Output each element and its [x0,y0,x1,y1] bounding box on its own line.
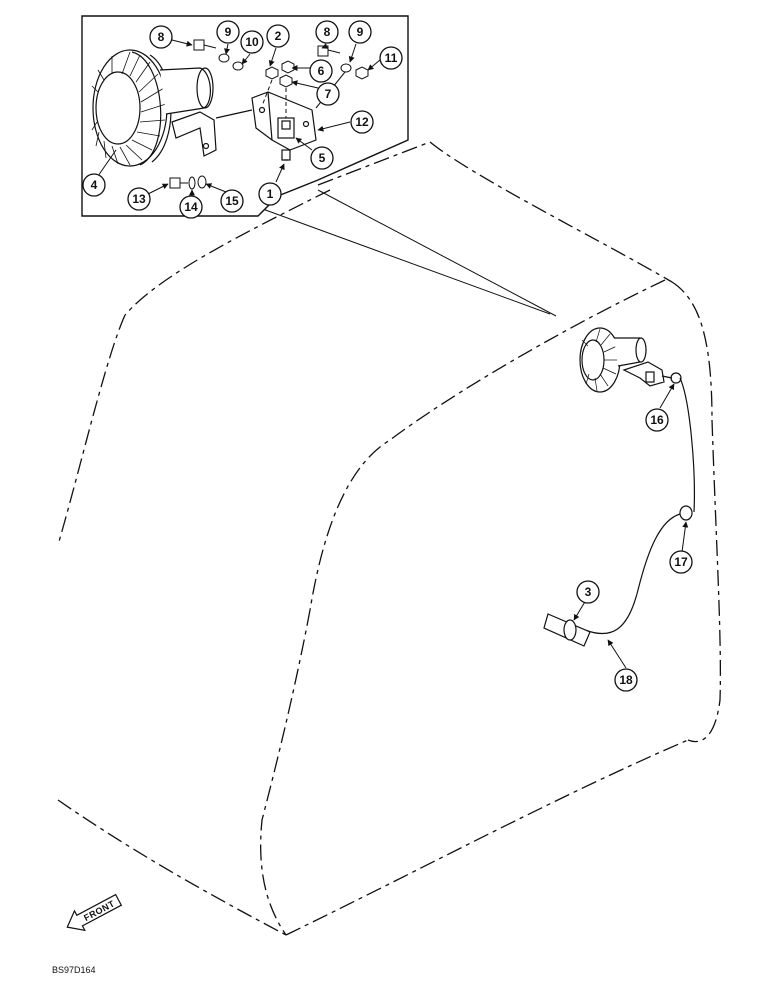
callout-8-right: 8 [315,20,339,44]
callout-15: 15 [220,189,244,213]
callout-2: 2 [266,24,290,48]
callout-10: 10 [240,30,264,54]
callout-7-label: 7 [325,87,332,101]
callout-1: 1 [258,182,282,206]
callout-13-label: 13 [132,192,146,206]
callout-12-label: 12 [355,115,369,129]
callout-8-right-label: 8 [324,25,331,39]
inset-leader-lines [259,189,557,317]
callout-16-label: 16 [650,413,664,427]
front-direction-arrow: FRONT [66,893,123,932]
callout-7: 7 [316,82,340,106]
cab-work-light [579,327,682,393]
work-light-lamp-detail [91,49,253,167]
callout-6-label: 6 [318,64,325,78]
callout-5-label: 5 [319,151,326,165]
callout-17-label: 17 [674,555,688,569]
callout-4-label: 4 [91,178,98,192]
wiring-harness [543,377,695,647]
callout-2-label: 2 [275,29,282,43]
callout-18-label: 18 [619,673,633,687]
callout-12: 12 [350,110,374,134]
callout-bubbles: 8 9 10 2 8 9 6 11 [82,20,693,692]
callout-13: 13 [127,187,151,211]
callout-14-label: 14 [184,200,198,214]
callout-8-left-label: 8 [158,30,165,44]
callout-9-left: 9 [216,20,240,44]
callout-8-left: 8 [149,25,173,49]
callout-9-left-label: 9 [225,25,232,39]
callout-3-label: 3 [585,585,592,599]
callout-9-right: 9 [348,20,372,44]
callout-5: 5 [310,146,334,170]
callout-11: 11 [379,46,403,70]
mount-bracket-detail [251,91,317,161]
callout-18: 18 [614,668,638,692]
callout-4: 4 [82,173,106,197]
cab-outline [57,141,722,936]
callout-15-label: 15 [225,194,239,208]
callout-16: 16 [645,408,669,432]
callout-14: 14 [179,195,203,219]
callout-11-label: 11 [385,51,398,65]
callout-17: 17 [669,550,693,574]
callout-1-label: 1 [267,187,274,201]
callout-10-label: 10 [245,35,259,49]
callout-6: 6 [309,59,333,83]
callout-3: 3 [576,580,600,604]
callout-9-right-label: 9 [357,25,364,39]
drawing-code: BS97D164 [52,965,96,975]
